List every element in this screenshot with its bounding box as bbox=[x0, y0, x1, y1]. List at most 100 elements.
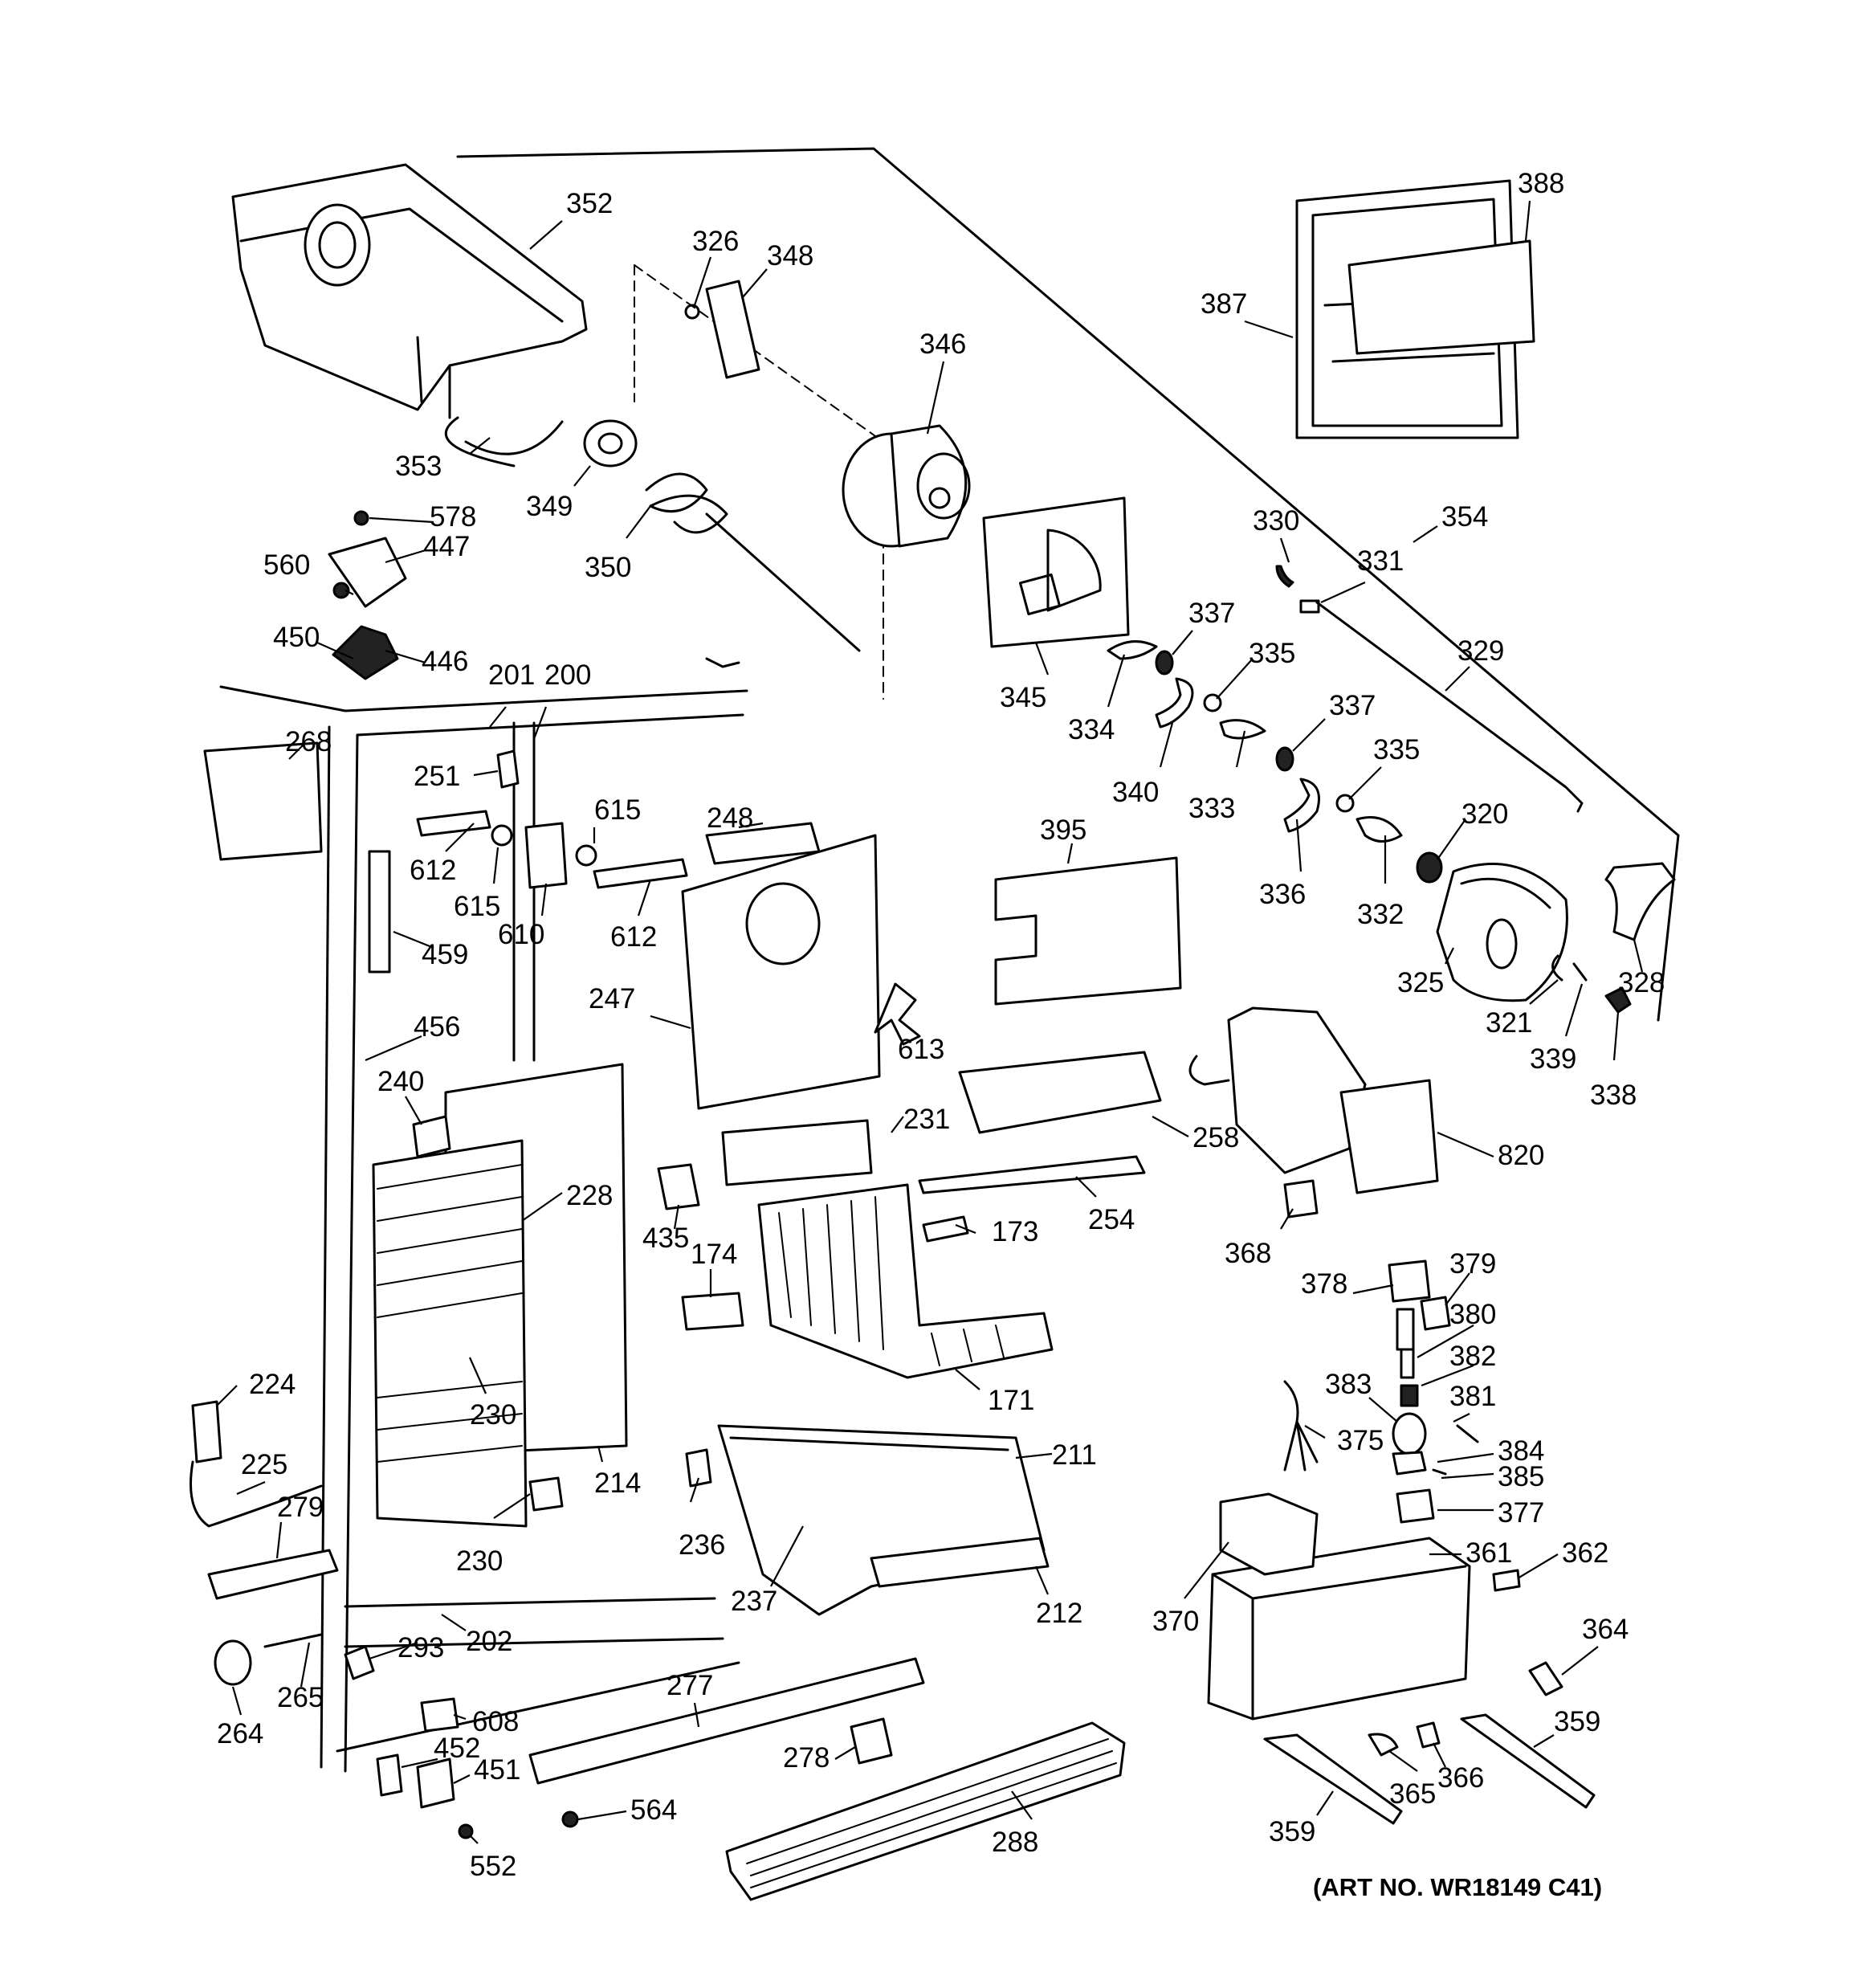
label-214: 214 bbox=[594, 1468, 641, 1499]
part-364 bbox=[1528, 1661, 1563, 1696]
label-375: 375 bbox=[1337, 1425, 1384, 1456]
label-200: 200 bbox=[544, 659, 591, 691]
part-240 bbox=[412, 1115, 451, 1158]
label-608: 608 bbox=[472, 1706, 519, 1737]
label-349: 349 bbox=[526, 491, 573, 522]
label-361: 361 bbox=[1466, 1537, 1512, 1569]
part-366 bbox=[1416, 1721, 1441, 1749]
label-612-b: 612 bbox=[610, 921, 657, 953]
label-346: 346 bbox=[919, 329, 966, 360]
part-265 bbox=[263, 1633, 323, 1648]
label-336: 336 bbox=[1259, 879, 1306, 910]
motor-bracket-345 bbox=[982, 496, 1130, 648]
clip-321 bbox=[1551, 954, 1563, 982]
label-395: 395 bbox=[1040, 814, 1086, 846]
label-201: 201 bbox=[488, 659, 535, 691]
label-265: 265 bbox=[277, 1682, 324, 1713]
part-452 bbox=[376, 1753, 403, 1797]
label-251: 251 bbox=[414, 761, 460, 792]
rail-212 bbox=[870, 1537, 1050, 1588]
label-383: 383 bbox=[1325, 1369, 1372, 1400]
label-247: 247 bbox=[589, 983, 635, 1014]
label-435: 435 bbox=[642, 1223, 689, 1254]
part-608 bbox=[420, 1697, 459, 1733]
grille-slats bbox=[746, 1738, 1117, 1888]
label-174: 174 bbox=[691, 1239, 737, 1270]
label-459: 459 bbox=[422, 939, 468, 970]
label-388: 388 bbox=[1518, 168, 1564, 199]
label-248: 248 bbox=[707, 802, 753, 834]
label-231: 231 bbox=[903, 1104, 950, 1135]
cam-linkage bbox=[1107, 565, 1584, 884]
label-613: 613 bbox=[898, 1034, 944, 1065]
auger-parts bbox=[583, 280, 861, 652]
part-174 bbox=[681, 1292, 744, 1331]
label-382: 382 bbox=[1449, 1341, 1496, 1372]
label-370: 370 bbox=[1152, 1606, 1199, 1637]
label-364: 364 bbox=[1582, 1614, 1629, 1645]
cover-328 bbox=[1604, 862, 1676, 941]
label-456: 456 bbox=[414, 1011, 460, 1043]
dispenser-door-388 bbox=[1347, 239, 1535, 355]
label-368: 368 bbox=[1225, 1238, 1271, 1269]
rail-254 bbox=[918, 1155, 1146, 1194]
label-564: 564 bbox=[630, 1794, 677, 1826]
label-325: 325 bbox=[1397, 967, 1444, 998]
ice-maker-motor-325 bbox=[1436, 863, 1568, 1002]
part-610 bbox=[524, 822, 568, 889]
label-345: 345 bbox=[1000, 682, 1046, 713]
hinge-446 bbox=[332, 625, 399, 680]
ice-maker-820 bbox=[1188, 1006, 1439, 1194]
label-378: 378 bbox=[1301, 1268, 1347, 1300]
part-264 bbox=[214, 1639, 252, 1686]
part-615-a bbox=[575, 844, 597, 867]
evaporator-228 bbox=[372, 1063, 628, 1528]
part-230 bbox=[528, 1476, 564, 1512]
label-366: 366 bbox=[1437, 1762, 1484, 1794]
label-279: 279 bbox=[277, 1492, 324, 1523]
label-377: 377 bbox=[1498, 1497, 1544, 1529]
label-450: 450 bbox=[273, 622, 320, 653]
label-224: 224 bbox=[249, 1369, 296, 1400]
label-352: 352 bbox=[566, 188, 613, 219]
crisper-pan-211 bbox=[717, 1424, 1046, 1616]
label-236: 236 bbox=[679, 1529, 725, 1561]
label-326: 326 bbox=[692, 226, 739, 257]
label-338: 338 bbox=[1590, 1080, 1637, 1111]
label-451: 451 bbox=[474, 1754, 520, 1786]
label-365: 365 bbox=[1389, 1778, 1436, 1810]
label-329: 329 bbox=[1457, 635, 1504, 667]
screw-578 bbox=[353, 510, 369, 526]
label-333: 333 bbox=[1188, 793, 1235, 824]
hinge-447 bbox=[328, 537, 407, 608]
label-446: 446 bbox=[422, 646, 468, 677]
bucket-wire-353 bbox=[464, 420, 564, 455]
label-277: 277 bbox=[667, 1670, 713, 1701]
part-number-labels: 352 326 348 346 388 387 353 349 350 578 … bbox=[217, 168, 1665, 1882]
part-615-b bbox=[491, 824, 513, 847]
label-337-b: 337 bbox=[1329, 690, 1376, 721]
label-387: 387 bbox=[1201, 288, 1247, 320]
part-338 bbox=[1604, 986, 1632, 1014]
label-359-b: 359 bbox=[1269, 1816, 1315, 1847]
label-552: 552 bbox=[470, 1851, 516, 1882]
label-288: 288 bbox=[992, 1827, 1038, 1858]
label-211: 211 bbox=[1052, 1439, 1097, 1471]
auger-motor-346 bbox=[842, 424, 971, 548]
label-610: 610 bbox=[498, 919, 544, 950]
label-350: 350 bbox=[585, 552, 631, 583]
part-293 bbox=[344, 1645, 375, 1680]
label-237: 237 bbox=[731, 1586, 777, 1617]
label-320: 320 bbox=[1461, 798, 1508, 830]
label-381: 381 bbox=[1449, 1381, 1496, 1412]
label-339: 339 bbox=[1530, 1043, 1576, 1075]
label-615-b: 615 bbox=[454, 891, 500, 922]
bracket-612-b bbox=[593, 858, 688, 889]
label-615-a: 615 bbox=[594, 794, 641, 826]
part-278 bbox=[850, 1717, 893, 1765]
label-348: 348 bbox=[767, 240, 813, 271]
ice-bucket-352 bbox=[231, 163, 588, 467]
bracket-368 bbox=[1283, 1179, 1319, 1219]
label-225: 225 bbox=[241, 1449, 287, 1480]
